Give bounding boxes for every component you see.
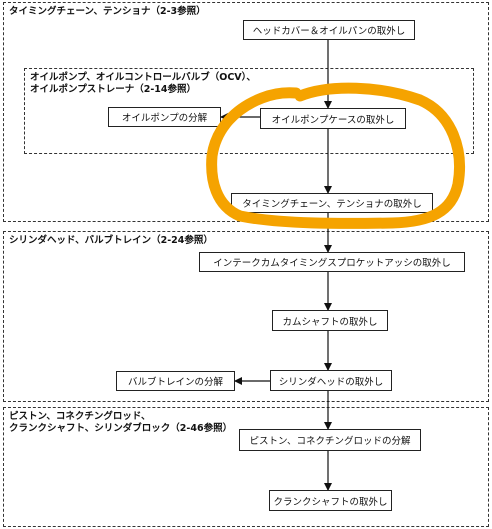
step-valve-train-disassembly: バルブトレインの分解 xyxy=(116,371,235,391)
step-intake-cam-sprocket-removal: インテークカムタイミングスプロケットアッシの取外し xyxy=(199,252,465,272)
section-cylinder-head xyxy=(3,231,489,402)
step-cylinder-head-removal: シリンダヘッドの取外し xyxy=(270,370,392,391)
step-timing-chain-tensioner-removal: タイミングチェーン、テンショナの取外し xyxy=(231,193,433,213)
section-piston-crankshaft xyxy=(3,407,489,527)
highlight-circle-mark xyxy=(206,82,465,229)
section-title-cylinder-head: シリンダヘッド、バルブトレイン（2-24参照） xyxy=(9,235,213,246)
step-oil-pump-disassembly: オイルポンプの分解 xyxy=(108,107,221,127)
section-title-piston-crankshaft: ピストン、コネクチングロッド、 クランクシャフト、シリンダブロック（2-46参照… xyxy=(9,411,233,434)
step-camshaft-removal: カムシャフトの取外し xyxy=(272,310,388,331)
step-piston-conrod-disassembly: ピストン、コネクチングロッドの分解 xyxy=(239,429,421,451)
step-head-cover-oil-pan-removal: ヘッドカバー＆オイルパンの取外し xyxy=(243,20,415,40)
step-crankshaft-removal: クランクシャフトの取外し xyxy=(269,490,392,511)
section-title-timing-chain: タイミングチェーン、テンショナ（2-3参照） xyxy=(9,6,206,17)
step-oil-pump-case-removal: オイルポンプケースの取外し xyxy=(260,108,406,129)
section-title-oil-pump: オイルポンプ、オイルコントロールバルブ（OCV）、 オイルポンプストレーナ（2-… xyxy=(30,72,256,95)
section-oil-pump xyxy=(24,68,474,154)
